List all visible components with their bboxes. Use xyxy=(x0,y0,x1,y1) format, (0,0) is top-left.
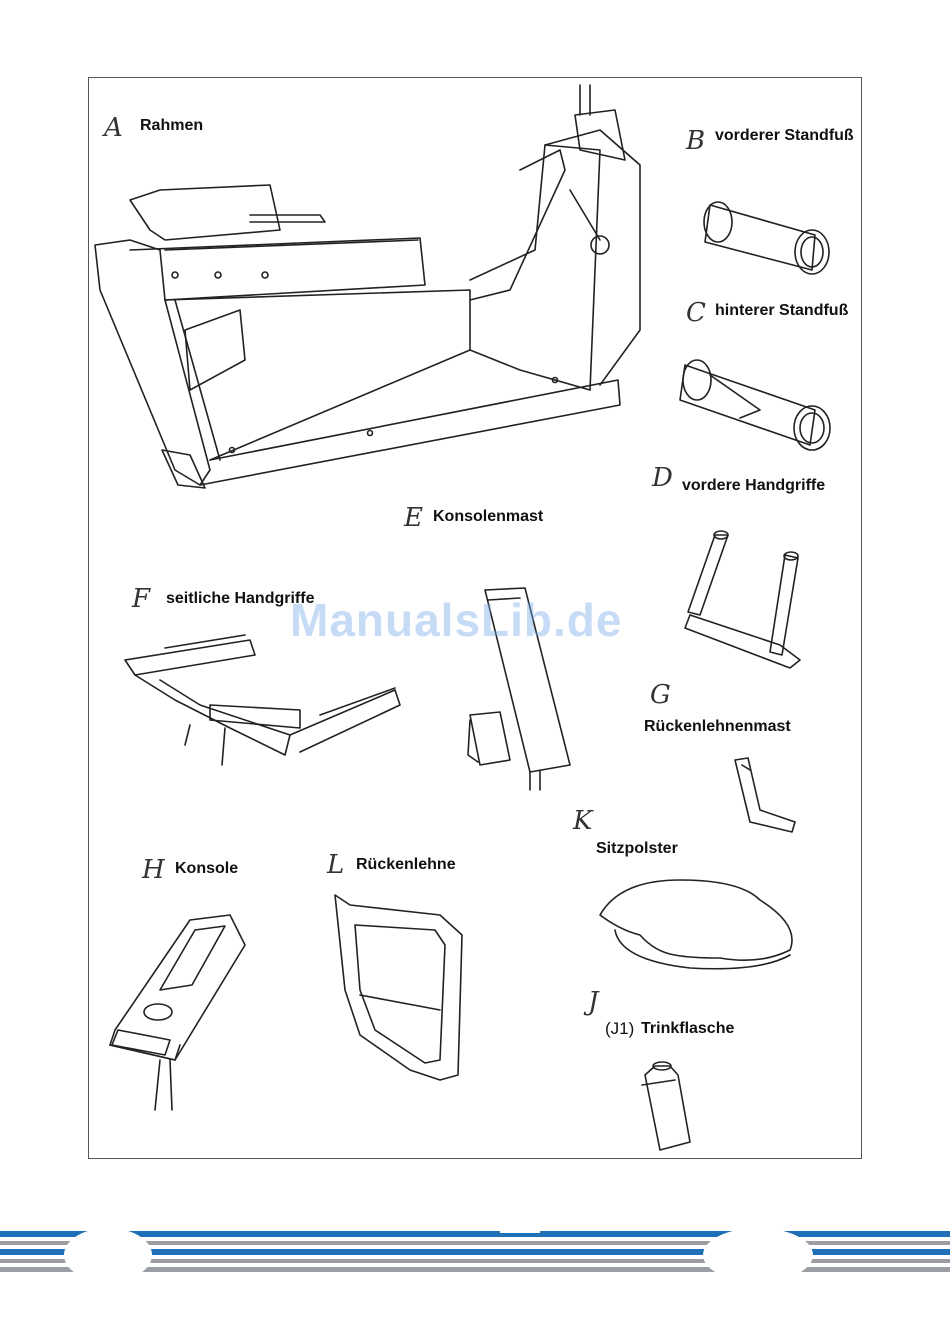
footer-stripes xyxy=(0,1228,950,1282)
part-label-h: Konsole xyxy=(175,860,238,878)
bottle-drawing xyxy=(642,1062,690,1150)
part-sublabel-j1: (J1) xyxy=(605,1019,634,1039)
part-letter-k: K xyxy=(573,806,592,836)
part-label-a: Rahmen xyxy=(140,117,203,135)
part-letter-a: A xyxy=(104,113,123,143)
part-label-c: hinterer Standfuß xyxy=(715,302,848,320)
part-label-k: Sitzpolster xyxy=(596,840,678,858)
backrest-drawing xyxy=(335,895,462,1080)
console-drawing xyxy=(110,915,245,1110)
part-letter-f: F xyxy=(132,584,150,614)
front-foot-drawing xyxy=(704,202,829,274)
part-label-b: vorderer Standfuß xyxy=(715,127,854,145)
part-letter-j: J xyxy=(588,987,598,1017)
seat-cushion-drawing xyxy=(600,880,792,969)
part-letter-b: B xyxy=(686,126,705,156)
side-handles-drawing xyxy=(125,635,400,765)
part-label-e: Konsolenmast xyxy=(433,508,543,526)
part-letter-l: L xyxy=(327,850,344,880)
backrest-mast-drawing xyxy=(735,758,795,832)
part-label-j: Trinkflasche xyxy=(641,1020,734,1038)
part-label-g: Rückenlehnenmast xyxy=(644,718,791,736)
part-letter-c: C xyxy=(686,298,706,328)
rear-foot-drawing xyxy=(680,360,830,450)
part-letter-d: D xyxy=(652,463,673,493)
part-letter-h: H xyxy=(142,855,165,885)
part-letter-g: G xyxy=(650,680,671,710)
part-label-d: vordere Handgriffe xyxy=(682,477,825,495)
watermark: ManualsLib.de xyxy=(290,593,622,647)
part-letter-e: E xyxy=(404,503,423,533)
front-handles-drawing xyxy=(685,531,800,668)
part-label-l: Rückenlehne xyxy=(356,856,456,874)
frame-drawing xyxy=(95,85,640,488)
